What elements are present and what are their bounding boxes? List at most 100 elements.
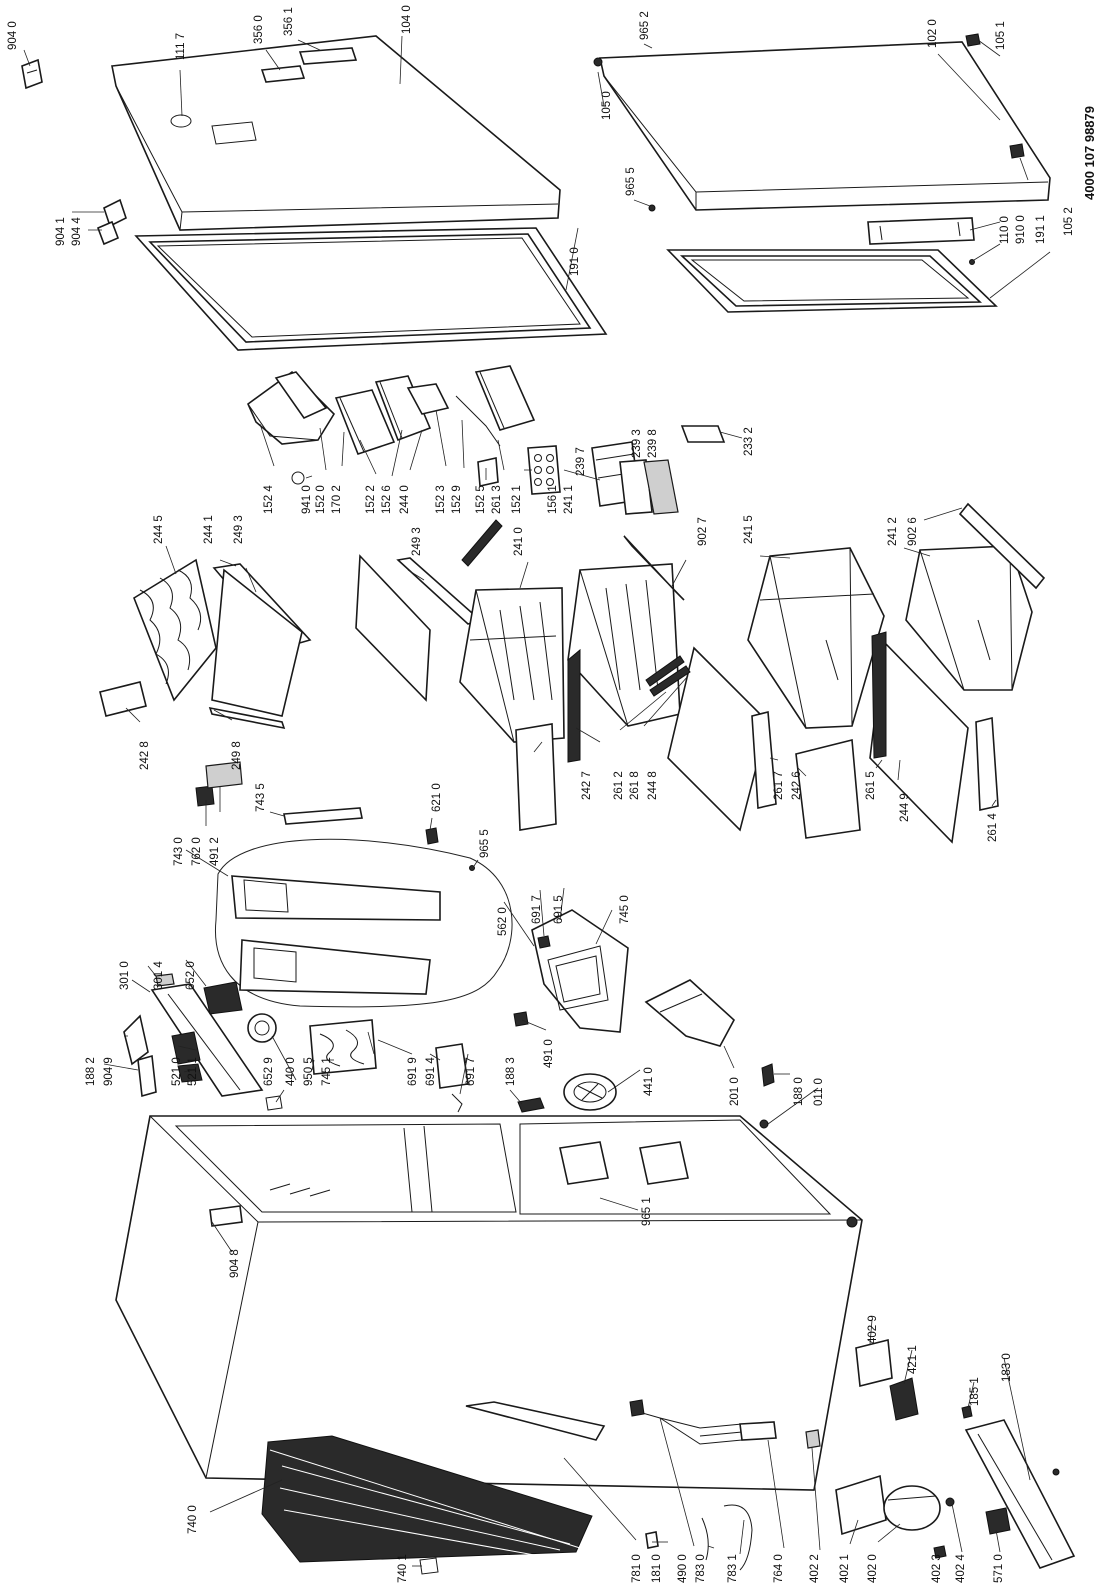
part-261-5-rail [871,631,887,759]
part-965-5-screw [469,865,475,871]
callout-244-1: 244 1 [203,515,215,544]
callout-152-0: 152 0 [315,485,327,514]
callout-491-2: 491 2 [209,837,221,866]
part-521-1 [177,1063,203,1083]
callout-521-1: 521 1 [187,1057,199,1086]
callout-242-7: 242 7 [581,771,593,800]
glass-shelves [208,554,482,730]
callout-152-9: 152 9 [451,485,463,514]
callout-965-5-b: 965 5 [479,829,491,858]
part-621-0 [425,827,439,845]
callout-233-2: 233 2 [743,427,755,456]
callout-242-6: 242 6 [791,771,803,800]
part-105-0-pin [593,57,603,67]
callout-745-0: 745 0 [619,895,631,924]
callout-743-5: 743 5 [255,783,267,812]
part-239-8 [643,459,679,515]
callout-152-4: 152 4 [263,485,275,514]
part-740-1 [419,1557,439,1575]
part-301-4 [155,973,175,987]
callout-241-5: 241 5 [743,515,755,544]
callout-301-4: 301 4 [153,961,165,990]
callout-249-3: 249 3 [233,515,245,544]
callout-652-9: 652 9 [263,1057,275,1086]
callout-402-0: 402 0 [867,1554,879,1583]
part-652-9 [265,1095,283,1111]
callout-904-8: 904 8 [229,1249,241,1278]
callout-402-3: 402 3 [931,1554,943,1583]
callout-490-0: 490 0 [677,1554,689,1583]
part-261-7 [751,710,777,809]
part-691-5 [537,935,551,949]
part-902-6-cover [958,502,1046,590]
callout-691-7-b: 691 7 [465,1057,477,1086]
part-105-2-hinge [1009,143,1025,159]
callout-201-0: 201 0 [729,1077,741,1106]
part-743-0-evaporator-cover [195,761,513,1008]
callout-104-0: 104 0 [401,5,413,34]
part-239-7-box [591,425,726,515]
part-105-1-hinge [965,33,981,47]
part-691-4 [435,1043,469,1089]
part-402-0-compressor [883,1485,941,1531]
callout-261-7: 261 7 [773,771,785,800]
callout-902-6: 902 6 [907,517,919,546]
callout-105-0: 105 0 [601,91,613,120]
callout-941-0: 941 0 [301,485,313,514]
part-402-9 [855,1339,893,1387]
part-261-4 [975,716,999,811]
part-191-0-gasket [134,227,608,351]
part-191-1-gasket [666,249,998,313]
part-241-1-drawer [567,535,685,727]
part-491-2 [205,761,243,789]
callout-188-3: 188 3 [505,1057,517,1086]
callout-241-0: 241 0 [513,527,525,556]
callout-188-2: 188 2 [85,1057,97,1086]
callout-441-0: 441 0 [643,1067,655,1096]
callout-965-1: 965 1 [641,1197,653,1226]
part-402-2 [805,1429,821,1449]
part-244-0-shelf [355,554,431,702]
part-440-0-thermostat [247,1013,277,1043]
part-301-0-control-panel [123,973,283,1111]
callout-105-2: 105 2 [1063,207,1075,236]
part-244-5-bottle-rack [99,558,217,717]
callout-762-0: 762 0 [191,837,203,866]
part-249-8-trim [208,706,286,730]
part-110-0-handle [867,217,975,265]
callout-261-8: 261 8 [629,771,641,800]
leader-lines [23,35,1051,1567]
callout-904-4: 904 4 [71,217,83,246]
callout-356-0: 356 0 [253,15,265,44]
part-011-0 [759,1119,769,1129]
part-104-0-door [111,35,561,231]
callout-191-1: 191 1 [1035,215,1047,244]
callout-156-1: 156 1 [547,485,559,514]
callout-152-1: 152 1 [511,485,523,514]
callout-491-0: 491 0 [543,1039,555,1068]
part-244-8-shelf [667,646,769,832]
callout-783-0: 783 0 [695,1554,707,1583]
callout-950-5: 950 5 [303,1057,315,1086]
part-904-1-bracket [96,198,127,246]
callout-191-0: 191 0 [569,247,581,276]
callout-301-0: 301 0 [119,961,131,990]
callout-904-9: 904 9 [103,1057,115,1086]
callout-910-0: 910 0 [1015,215,1027,244]
callout-440-0: 440 0 [285,1057,297,1086]
part-904-0 [21,58,43,90]
callout-691-7: 691 7 [531,895,543,924]
part-239-3 [619,459,653,515]
callout-183-0: 183 0 [1001,1353,1013,1382]
callout-764-0: 764 0 [773,1554,785,1583]
callout-745-1: 745 1 [321,1057,333,1086]
callout-691-9: 691 9 [407,1057,419,1086]
part-183-0-base-plate [964,1419,1076,1569]
part-185-1 [961,1405,973,1419]
callout-244-0: 244 0 [399,485,411,514]
callout-783-1: 783 1 [727,1554,739,1583]
part-402-1 [835,1474,887,1536]
part-242-8-box [99,681,147,717]
part-441-0-fan [517,1073,617,1113]
